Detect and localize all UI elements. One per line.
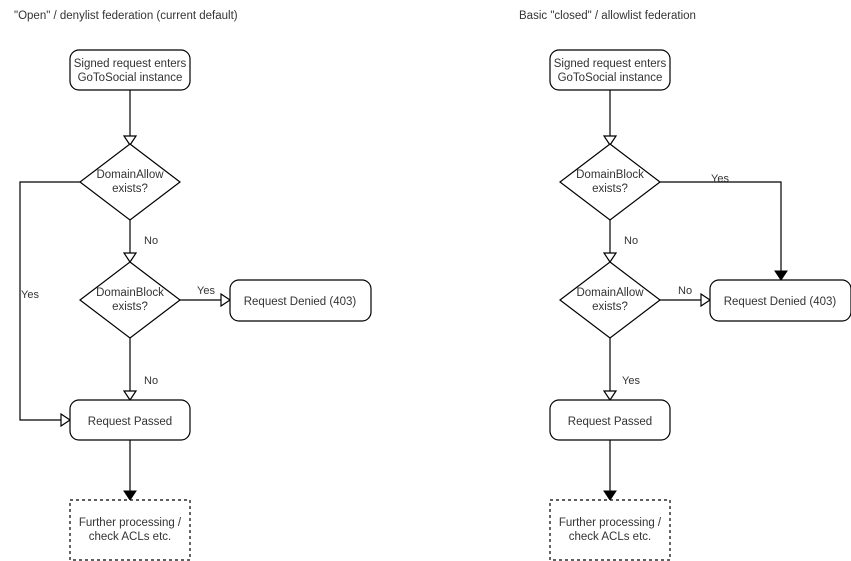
arrowhead-hollow-icon: [602, 390, 618, 402]
entry-node[interactable]: Signed request enters GoToSocial instanc…: [549, 49, 671, 91]
edge-domain-block-no: [602, 220, 618, 264]
edge-domain-allow-no: [122, 220, 138, 264]
domain-allow-decision-label-line1: DomainAllow: [576, 287, 644, 299]
arrowhead-hollow-icon: [602, 252, 618, 264]
arrowhead-hollow-icon: [220, 292, 232, 308]
edge-domain-allow-no: [660, 292, 712, 308]
domain-allow-decision-shape: [559, 261, 661, 339]
domain-block-decision-label-line2: exists?: [592, 183, 628, 195]
entry-node-label-line1: Signed request enters: [554, 58, 667, 70]
further-processing-node[interactable]: Further processing / check ACLs etc.: [69, 499, 191, 561]
domain-allow-decision[interactable]: DomainAllow exists?: [559, 261, 661, 339]
edge-label-allow-yes: Yes: [622, 375, 640, 387]
entry-node[interactable]: Signed request enters GoToSocial instanc…: [69, 49, 191, 91]
entry-node-shape: [549, 49, 671, 91]
domain-block-decision-label-line2: exists?: [112, 301, 148, 313]
request-denied-node-label: Request Denied (403): [244, 296, 357, 308]
entry-node-label-line2: GoToSocial instance: [558, 72, 663, 84]
edge-domain-allow-yes: [602, 338, 618, 402]
further-processing-node[interactable]: Further processing / check ACLs etc.: [549, 499, 671, 561]
arrowhead-solid-icon: [603, 490, 617, 501]
diagram-title-open-denylist: "Open" / denylist federation (current de…: [14, 10, 238, 22]
request-denied-node-shape: [709, 279, 851, 322]
further-processing-node-label-line1: Further processing /: [79, 517, 182, 529]
request-passed-node-label: Request Passed: [88, 416, 172, 428]
domain-block-decision-shape: [79, 261, 181, 339]
domain-block-decision[interactable]: DomainBlock exists?: [559, 143, 661, 221]
edge-passed-to-further: [123, 440, 137, 501]
edge-domain-allow-yes: [19, 181, 80, 428]
edge-entry-to-domain-allow: [122, 90, 138, 147]
domain-allow-decision-label-line2: exists?: [592, 301, 628, 313]
request-denied-node-shape: [229, 279, 372, 322]
request-passed-node[interactable]: Request Passed: [69, 399, 191, 441]
request-denied-node[interactable]: Request Denied (403): [709, 279, 851, 322]
domain-block-decision-label-line1: DomainBlock: [96, 287, 164, 299]
edge-label-allow-yes: Yes: [21, 289, 39, 301]
arrowhead-hollow-icon: [700, 292, 712, 308]
edge-domain-block-no: [122, 338, 138, 402]
edge-passed-to-further: [603, 440, 617, 501]
edge-entry-to-domain-block: [602, 90, 618, 147]
domain-block-decision-shape: [559, 143, 661, 221]
further-processing-node-label-line2: check ACLs etc.: [89, 531, 171, 543]
arrowhead-hollow-icon: [60, 412, 72, 428]
edge-domain-block-yes: [660, 181, 788, 281]
edge-domain-block-yes: [180, 292, 232, 308]
arrowhead-solid-icon: [123, 490, 137, 501]
domain-allow-decision[interactable]: DomainAllow exists?: [79, 143, 181, 221]
request-passed-node-label: Request Passed: [568, 416, 652, 428]
arrowhead-hollow-icon: [602, 135, 618, 147]
further-processing-node-label-line2: check ACLs etc.: [569, 531, 651, 543]
domain-block-decision[interactable]: DomainBlock exists?: [79, 261, 181, 339]
entry-node-shape: [69, 49, 191, 91]
entry-node-label-line2: GoToSocial instance: [78, 72, 183, 84]
further-processing-node-label-line1: Further processing /: [559, 517, 662, 529]
request-denied-node[interactable]: Request Denied (403): [229, 279, 372, 322]
domain-allow-decision-label-line2: exists?: [112, 183, 148, 195]
diagram-open-denylist: "Open" / denylist federation (current de…: [14, 10, 372, 561]
edge-label-block-yes: Yes: [197, 285, 215, 297]
edge-label-block-yes: Yes: [711, 173, 729, 185]
request-denied-node-label: Request Denied (403): [724, 296, 837, 308]
arrowhead-hollow-icon: [122, 135, 138, 147]
arrowhead-hollow-icon: [122, 390, 138, 402]
entry-node-label-line1: Signed request enters: [74, 58, 187, 70]
request-passed-node[interactable]: Request Passed: [549, 399, 671, 441]
arrowhead-hollow-icon: [122, 252, 138, 264]
diagram-title-closed-allowlist: Basic "closed" / allowlist federation: [519, 10, 696, 22]
further-processing-node-shape: [69, 499, 191, 561]
domain-block-decision-label-line1: DomainBlock: [576, 169, 644, 181]
domain-allow-decision-shape: [79, 143, 181, 221]
diagram-closed-allowlist: Basic "closed" / allowlist federation Si…: [519, 10, 851, 561]
edge-label-block-no: No: [624, 235, 638, 247]
edge-label-allow-no: No: [144, 235, 158, 247]
domain-allow-decision-label-line1: DomainAllow: [96, 169, 164, 181]
further-processing-node-shape: [549, 499, 671, 561]
edge-label-allow-no: No: [678, 285, 692, 297]
edge-label-block-no: No: [144, 375, 158, 387]
arrowhead-solid-icon: [774, 270, 788, 281]
